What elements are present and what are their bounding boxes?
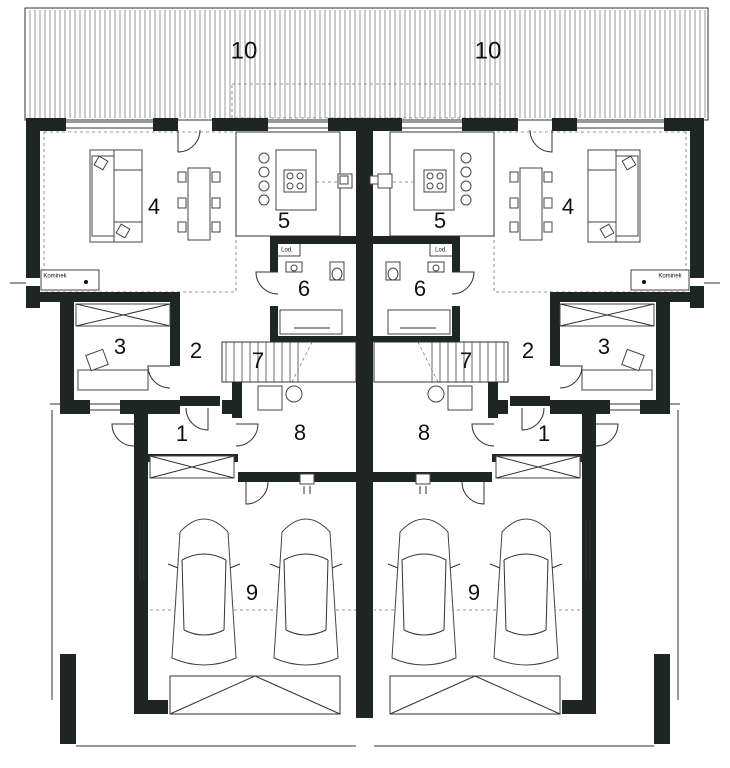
left-bath-wall-bottom [270,336,358,342]
room-3-left: 3 [114,334,126,359]
fireplace-left [40,269,100,291]
left-unit: Kominek [10,118,360,747]
left-wall-top-3 [212,118,268,131]
room-9-right: 9 [468,580,480,605]
right-garage-wall-sw [562,700,596,714]
car-icon-right-2 [387,518,461,666]
left-wall-west-2 [26,286,40,308]
fridge-label-left: Lod. [281,248,293,254]
dining-table-icon-left [177,167,221,241]
room-5-right: 5 [434,208,446,233]
right-unit [370,118,720,747]
right-wall-top-2 [552,118,577,131]
terrace-step [231,83,501,119]
dining-table-icon-right [509,167,553,241]
left-garage-wall-west [134,460,148,714]
room-10-right: 10 [475,37,502,64]
right-entry-wall-top [510,396,550,406]
stairs-left [225,341,313,383]
fireplace-label-right: Kominek [658,274,682,280]
right-office-wall-bottom-2 [550,400,610,414]
left-office-wall-west [60,292,74,410]
right-office-wall-west [656,292,670,410]
left-bath-wall-top [270,236,360,244]
right-wall-top-3 [462,118,518,131]
room-labels-left: 1 2 3 4 5 6 7 8 9 10 [114,37,310,604]
room-8-right: 8 [418,420,430,445]
sofa-icon-right [587,149,641,243]
room-10-left: 10 [231,37,258,64]
room-7-left: 7 [252,348,264,373]
right-wall-west [690,118,704,278]
room-6-left: 6 [298,276,310,301]
right-wall-top-4 [374,118,402,131]
right-office-wall-top [550,292,690,302]
left-hall-wall-2 [222,400,234,414]
left-fence-post [60,654,76,744]
right-wall-west-2 [690,286,704,308]
left-bath-wall-west [270,236,278,272]
stairs-right [417,341,505,383]
room-4-right: 4 [562,194,574,219]
room-9-left: 9 [246,580,258,605]
left-bath-wall-west-2 [270,306,278,342]
left-office-wall-east [170,292,180,366]
left-entry-wall-west [134,414,148,454]
right-office-wall-east [550,292,560,366]
car-icon-left-1 [167,518,241,666]
fireplace-right [630,269,690,291]
left-hall-wall [232,382,242,418]
fireplace-label-left: Kominek [43,274,67,280]
right-fence-post [654,654,670,744]
left-office-wall-bottom [60,400,90,414]
terrace-outline [24,7,709,121]
room-2-right: 2 [522,338,534,363]
right-bath-wall-bottom [372,336,460,342]
fridge-label-right: Lod. [435,248,447,254]
right-bath-wall-west [452,236,460,272]
right-hall-wall-2 [496,400,508,414]
room-labels-right: 1 2 3 4 5 6 7 8 9 10 [414,37,610,604]
left-utility-wall-bottom [238,472,358,482]
right-utility-wall-bottom [372,472,492,482]
room-6-right: 6 [414,276,426,301]
room-7-right: 7 [460,348,472,373]
room-8-left: 8 [294,420,306,445]
right-entry-wall-west [582,414,596,454]
left-office-wall-bottom-2 [120,400,180,414]
kitchen-right [377,131,495,257]
room-3-right: 3 [598,334,610,359]
car-icon-left-2 [269,518,343,666]
room-2-left: 2 [190,338,202,363]
left-wall-west [26,118,40,278]
right-bath-wall-west-2 [452,306,460,342]
sofa-icon-left [89,149,143,243]
room-1-right: 1 [538,421,550,446]
car-icon-right-1 [489,518,563,666]
room-5-left: 5 [278,208,290,233]
right-office-wall-bottom [640,400,670,414]
left-office-wall-top [40,292,180,302]
right-garage-wall-west [582,460,596,714]
left-garage-wall-sw [134,700,168,714]
party-wall [356,118,373,718]
right-hall-wall [488,382,498,418]
room-1-left: 1 [176,421,188,446]
left-entry-wall-top [180,396,220,406]
terrace-hatching [29,10,706,118]
right-bath-wall-top [370,236,460,244]
room-4-left: 4 [148,194,160,219]
left-wall-top-2 [153,118,178,131]
